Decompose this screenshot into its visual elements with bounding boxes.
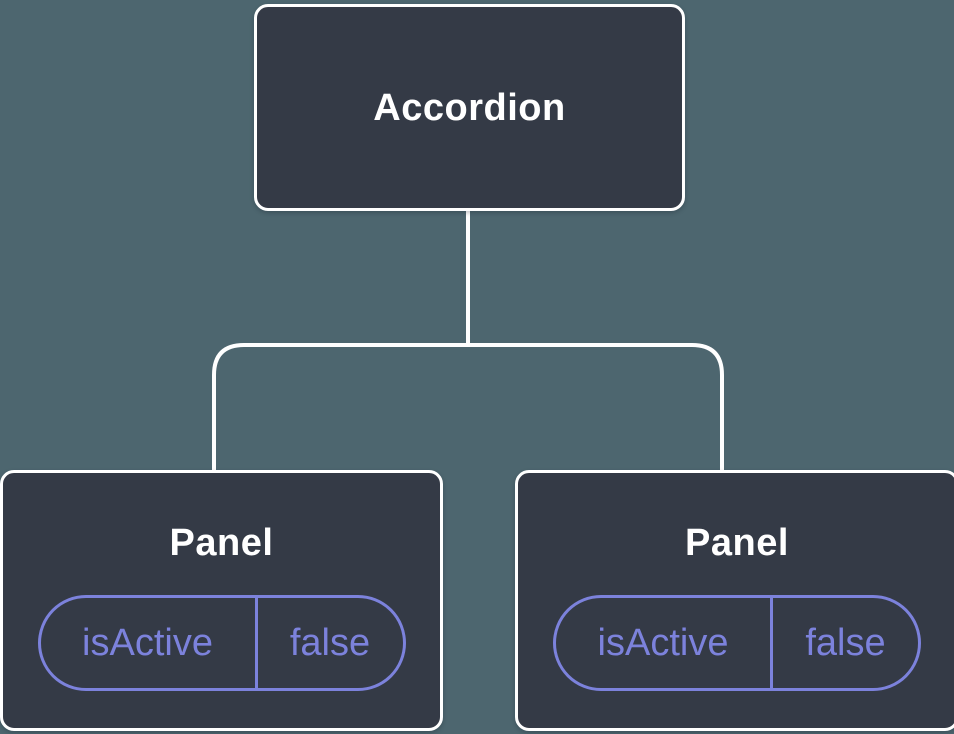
node-panel-2-state-pill: isActive false (553, 595, 921, 691)
state-key-label: isActive (597, 621, 729, 664)
node-panel-2-label: Panel (685, 522, 789, 564)
node-accordion-label: Accordion (373, 86, 566, 129)
state-value-label: false (770, 598, 918, 688)
node-panel-2: Panel isActive false (515, 470, 954, 731)
node-accordion: Accordion (254, 4, 685, 211)
state-value-label: false (254, 598, 403, 688)
state-key-label: isActive (82, 621, 213, 664)
node-panel-1-label: Panel (169, 522, 274, 564)
node-panel-1-state-pill: isActive false (37, 595, 406, 691)
node-panel-1: Panel isActive false (0, 470, 443, 731)
connector-bracket (212, 343, 724, 470)
